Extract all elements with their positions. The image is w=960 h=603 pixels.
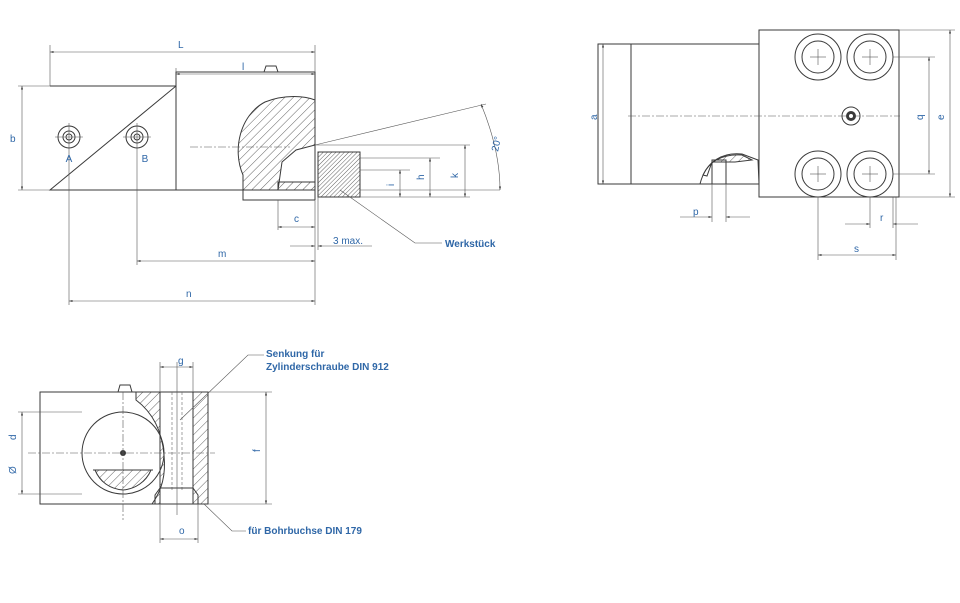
label-k: k — [450, 172, 461, 178]
center-screw — [841, 106, 861, 126]
bolt-hole-bottom-left — [794, 150, 842, 198]
label-bohrbuchse: für Bohrbuchse DIN 179 — [248, 526, 362, 537]
label-o: o — [179, 526, 185, 537]
label-senkung-2: Zylinderschraube DIN 912 — [266, 362, 389, 373]
hole-a — [55, 123, 83, 151]
label-g: g — [178, 356, 184, 367]
front-view: L l b A B 20° k h i c 3 max. Werkstück m… — [10, 40, 504, 305]
label-angle: 20° — [490, 136, 504, 153]
clamp-section-hatch — [237, 96, 316, 191]
hole-b — [123, 123, 151, 151]
label-i: i — [386, 184, 397, 186]
bolt-hole-top-left — [794, 33, 842, 81]
label-B: B — [142, 154, 149, 165]
label-e: e — [936, 114, 947, 120]
label-n: n — [186, 289, 192, 300]
label-L: L — [178, 40, 184, 51]
label-a: a — [589, 114, 600, 120]
label-f: f — [252, 449, 263, 452]
label-q: q — [915, 114, 926, 120]
label-h: h — [416, 174, 427, 180]
bolt-hole-bottom-right — [846, 150, 894, 198]
label-werkstueck: Werkstück — [445, 239, 496, 250]
label-diameter: Ø — [8, 466, 19, 474]
label-d: d — [8, 434, 19, 440]
label-3max: 3 max. — [333, 236, 363, 247]
label-c: c — [294, 214, 299, 225]
label-l: l — [242, 62, 244, 73]
label-A: A — [66, 154, 73, 165]
label-senkung-1: Senkung für — [266, 349, 324, 360]
workpiece — [317, 151, 361, 198]
side-body-right — [758, 29, 900, 198]
label-s: s — [854, 244, 859, 255]
label-p: p — [693, 207, 699, 218]
side-body-left — [597, 43, 760, 185]
label-b: b — [10, 134, 16, 145]
top-view: g d Ø f o Senkung für Zylinderschraube D… — [8, 349, 389, 543]
label-r: r — [880, 213, 884, 224]
bolt-hole-top-right — [846, 33, 894, 81]
side-view: a q e p r s — [589, 29, 955, 260]
label-m: m — [218, 249, 226, 260]
